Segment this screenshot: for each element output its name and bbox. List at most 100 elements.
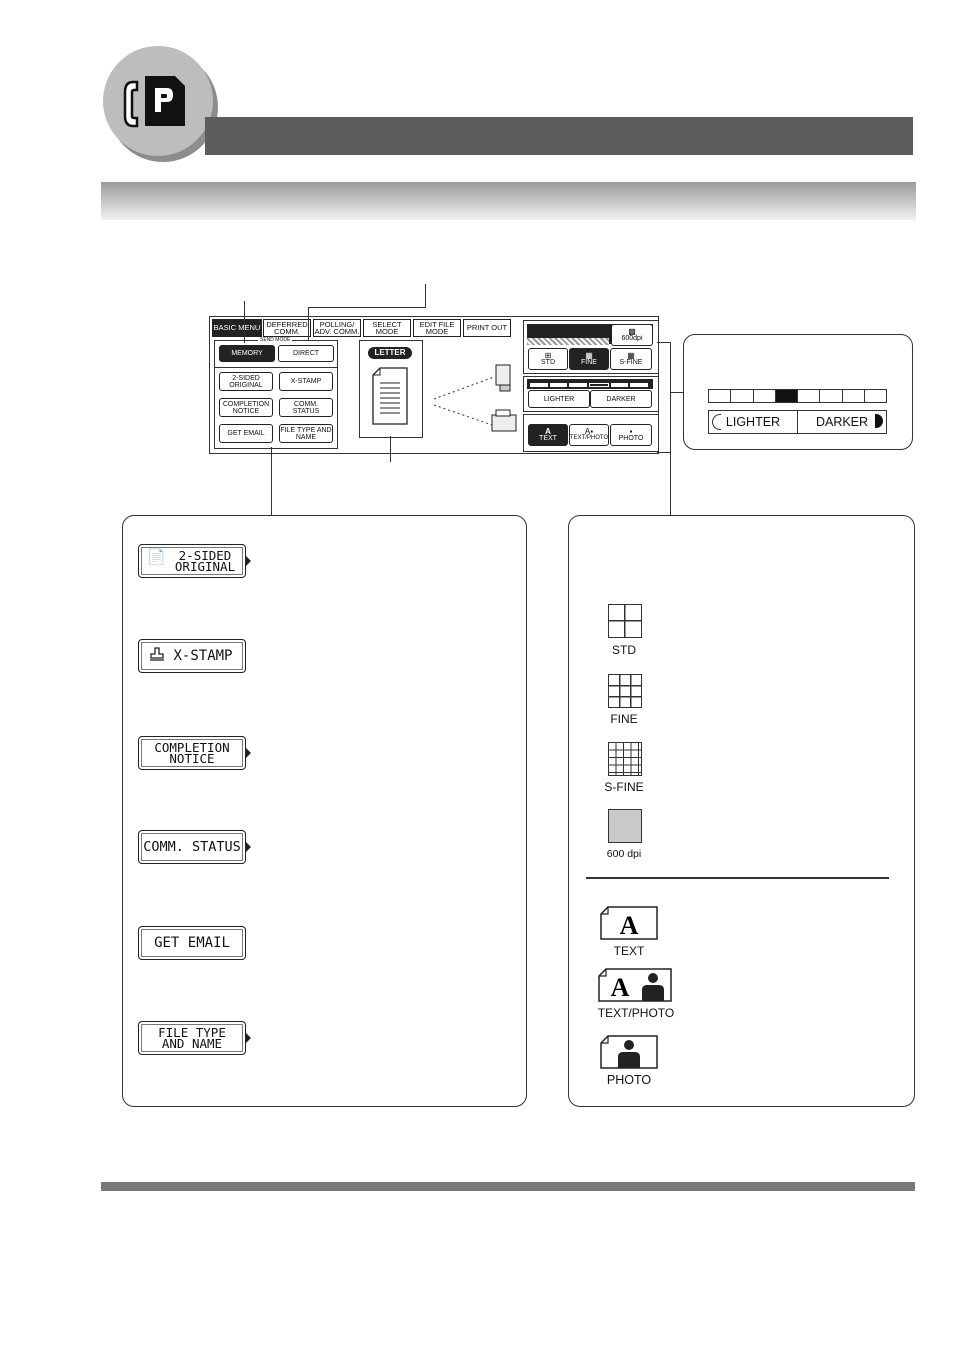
function-buttons-panel <box>122 515 527 1107</box>
screen-get-email-button[interactable]: GET EMAIL <box>219 424 273 443</box>
screen-completion-notice-button[interactable]: COMPLETION NOTICE <box>219 398 273 417</box>
direct-button[interactable]: DIRECT <box>278 345 334 362</box>
tab-print-out[interactable]: PRINT OUT <box>463 319 511 337</box>
memory-button[interactable]: MEMORY <box>219 345 275 362</box>
tab-deferred-comm[interactable]: DEFERRED COMM. <box>263 319 311 337</box>
comm-status-button[interactable]: COMM. STATUS <box>138 830 251 864</box>
2-sided-icon: 📄 <box>147 548 166 566</box>
leader-line <box>425 284 426 308</box>
fax-phone-icon <box>123 76 185 128</box>
contrast-group <box>523 376 659 412</box>
screen-600dpi-button[interactable]: ▩ 600dpi <box>611 324 653 346</box>
half-circle-light-icon <box>712 414 721 430</box>
contrast-step <box>709 390 732 402</box>
screen-photo-button[interactable]: ▪PHOTO <box>610 424 652 446</box>
contrast-scale-mini <box>530 383 649 387</box>
svg-text:A: A <box>620 911 639 940</box>
tab-select-mode[interactable]: SELECT MODE <box>363 319 411 337</box>
contrast-step <box>798 390 821 402</box>
half-circle-dark-icon <box>875 414 883 428</box>
lighter-button[interactable]: LIGHTER <box>709 411 798 433</box>
get-email-button[interactable]: GET EMAIL <box>138 926 246 960</box>
fine-grid-icon <box>608 674 642 708</box>
screen-sfine-button[interactable]: ▦S-FINE <box>610 348 652 370</box>
screen-2-sided-button[interactable]: 2-SIDED ORIGINAL <box>219 372 273 391</box>
screen-comm-status-button[interactable]: COMM. STATUS <box>279 398 333 417</box>
contrast-step <box>842 390 865 402</box>
resolution-pattern <box>527 338 609 345</box>
textphoto-mode-icon: A▪ <box>584 427 594 436</box>
screen-lighter-button[interactable]: LIGHTER <box>528 390 590 408</box>
transmission-graphic <box>433 364 517 432</box>
leader-line <box>670 452 671 515</box>
textphoto-mode-icon: A <box>598 968 672 1002</box>
screen-fine-button[interactable]: ▦FINE <box>569 348 609 370</box>
contrast-step <box>775 390 798 402</box>
leader-line <box>308 307 426 308</box>
arrow-icon <box>246 842 251 852</box>
section-logo <box>103 46 213 156</box>
photo-label: PHOTO <box>606 1073 652 1087</box>
leader-line <box>657 452 671 453</box>
x-stamp-button[interactable]: X-STAMP <box>138 639 246 673</box>
screen-x-stamp-button[interactable]: X-STAMP <box>279 372 333 391</box>
tab-polling[interactable]: POLLING/ ADV. COMM. <box>313 319 361 337</box>
leader-line <box>271 447 272 515</box>
dpi-grid-icon: ▩ <box>628 327 636 336</box>
footer-rule <box>101 1182 915 1191</box>
600dpi-icon <box>608 809 642 843</box>
darker-button[interactable]: DARKER <box>798 411 886 433</box>
600dpi-label: 600 dpi <box>606 848 642 860</box>
fine-label: FINE <box>610 712 638 726</box>
fax-machine-icon <box>491 409 517 432</box>
arrow-icon <box>246 1033 251 1043</box>
text-mode-icon: A <box>600 906 658 940</box>
send-mode-label: SEND MODE <box>258 337 293 343</box>
screen-std-button[interactable]: ⊞STD <box>528 348 568 370</box>
textphoto-label: TEXT/PHOTO <box>597 1006 675 1020</box>
arrow-icon <box>246 556 251 566</box>
leader-line <box>390 436 391 462</box>
leader-line <box>671 392 683 393</box>
contrast-step <box>820 390 843 402</box>
tab-edit-file-mode[interactable]: EDIT FILE MODE <box>413 319 461 337</box>
contrast-scale <box>708 389 887 403</box>
arrow-icon <box>246 748 251 758</box>
stamp-icon <box>149 647 164 661</box>
leader-line <box>308 307 309 341</box>
fine-grid-icon: ▦ <box>585 351 593 360</box>
text-mode-icon: A <box>545 427 551 436</box>
document-icon <box>372 367 408 425</box>
std-grid-icon: ⊞ <box>544 351 552 360</box>
tab-basic-menu[interactable]: BASIC MENU <box>212 319 262 337</box>
contrast-step <box>753 390 776 402</box>
paper-size-badge: LETTER <box>368 347 412 359</box>
paper-area <box>359 340 423 438</box>
photo-mode-icon: ▪ <box>629 427 633 436</box>
photo-mode-icon <box>600 1035 658 1069</box>
computer-icon <box>495 364 511 392</box>
original-group <box>523 414 659 452</box>
screen-darker-button[interactable]: DARKER <box>590 390 652 408</box>
function-group <box>214 367 338 449</box>
section-title-bar <box>101 182 916 220</box>
leader-line <box>670 342 671 452</box>
contrast-step <box>731 390 754 402</box>
resolution-group <box>523 320 659 374</box>
std-grid-icon <box>608 604 642 638</box>
leader-line <box>244 301 245 343</box>
text-label: TEXT <box>613 944 645 958</box>
sfine-label: S-FINE <box>604 780 644 794</box>
divider <box>586 877 889 879</box>
chapter-title-bar <box>205 117 913 155</box>
sfine-grid-icon: ▦ <box>627 351 635 360</box>
contrast-step <box>864 390 886 402</box>
sfine-grid-icon <box>608 742 642 776</box>
screen-file-type-button[interactable]: FILE TYPE AND NAME <box>279 424 333 443</box>
svg-text:A: A <box>611 973 630 1002</box>
screen-textphoto-button[interactable]: A▪TEXT/PHOTO <box>569 424 609 446</box>
